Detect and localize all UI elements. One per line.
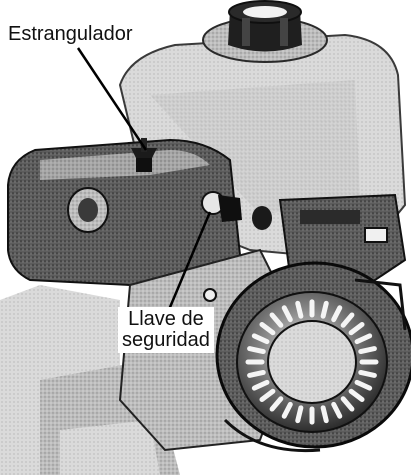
recoil-vent-slot bbox=[247, 346, 266, 355]
recoil-vent-slot bbox=[348, 321, 365, 336]
recoil-vent-slot bbox=[320, 405, 329, 424]
recoil-vent-slot bbox=[281, 305, 293, 323]
recoil-vent-slot bbox=[331, 305, 343, 323]
recoil-vent-slot bbox=[259, 321, 276, 336]
safety-key-label-line1: Llave de bbox=[128, 308, 204, 330]
safety-key bbox=[201, 191, 272, 230]
recoil-vent-slot bbox=[269, 396, 284, 412]
recoil-vent-slot bbox=[358, 369, 377, 378]
recoil-vent-slot bbox=[269, 312, 284, 328]
recoil-vent-slot bbox=[259, 388, 276, 403]
recoil-vent-slot bbox=[348, 388, 365, 403]
recoil-vent-slot bbox=[358, 346, 377, 355]
choke-label: Estrangulador bbox=[6, 23, 135, 46]
recoil-vent-slot bbox=[247, 369, 266, 378]
recoil-vent-slot bbox=[340, 396, 355, 412]
recoil-vent-slot bbox=[251, 379, 270, 391]
recoil-vent-slot bbox=[320, 300, 329, 319]
recoil-vent-slot bbox=[281, 401, 293, 419]
safety-key-leader-line bbox=[166, 211, 212, 313]
recoil-starter bbox=[215, 261, 411, 453]
recoil-vent-slot bbox=[295, 405, 304, 424]
recoil-vent-slot bbox=[251, 333, 270, 345]
recoil-vent-slot bbox=[340, 312, 355, 328]
fuel-cap bbox=[202, 0, 328, 63]
safety-key-label-line2: seguridad bbox=[122, 329, 210, 351]
recoil-vent-slot bbox=[295, 300, 304, 319]
safety-key-label: Llave de seguridad bbox=[118, 307, 214, 353]
air-filter-housing bbox=[7, 138, 242, 287]
recoil-vent-slot bbox=[354, 333, 373, 345]
choke-leader-line bbox=[76, 47, 148, 151]
recoil-vent-slot bbox=[331, 401, 343, 419]
recoil-vent-slot bbox=[354, 379, 373, 391]
